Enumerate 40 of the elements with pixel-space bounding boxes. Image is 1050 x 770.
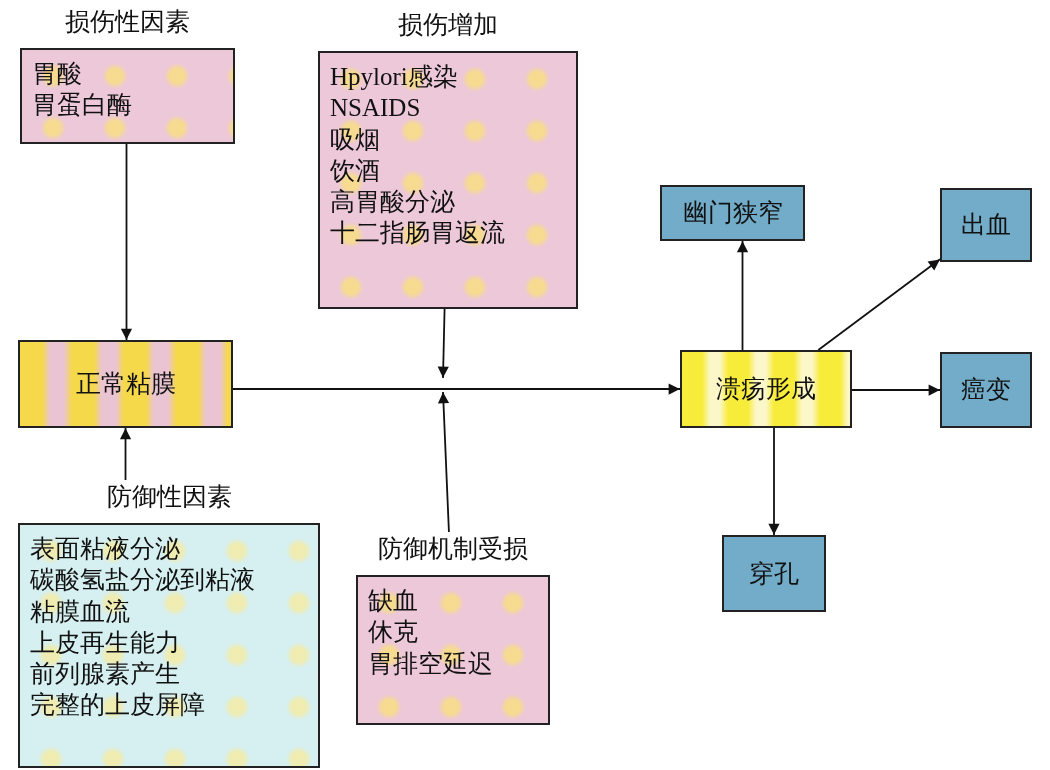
arrow [232,383,681,395]
list-item: 十二指肠胃返流 [330,218,506,249]
box-label: 幽门狭窄 [682,197,783,229]
list-item: 胃蛋白酶 [32,90,133,121]
arrow [120,143,133,341]
list-item: NSAIDS [330,93,422,124]
outcome-box [940,188,1032,262]
box-label: 癌变 [961,374,1011,406]
group-heading: 防御机制受损 [377,533,529,565]
list-item: 胃排空延迟 [368,648,494,679]
list-item: 高胃酸分泌 [330,187,456,217]
list-item: 胃酸 [32,59,83,89]
box-label: 正常粘膜 [75,368,176,400]
arrow [768,427,780,536]
list-item: 吸烟 [330,124,381,155]
box-label: 穿孔 [749,557,799,590]
arrow [736,240,749,351]
arrow [437,308,449,379]
process-box [18,340,233,428]
arrow [119,427,132,481]
list-item: 表面粘液分泌 [30,534,181,564]
arrow [437,391,450,533]
arrow [817,258,941,351]
list-item: 饮酒 [330,155,381,186]
group-heading: 防御性因素 [105,481,233,513]
list-item: 完整的上皮屏障 [30,690,206,721]
group-heading: 损伤增加 [397,9,499,41]
group-heading: 损伤性因素 [64,6,191,38]
outcome-box [940,352,1032,428]
outcome-box [722,535,826,612]
arrow [851,384,941,396]
list-item: 前列腺素产生 [30,659,181,689]
list-item: 休克 [368,617,419,648]
list-item: 上皮再生能力 [30,627,181,658]
box-label: 出血 [961,209,1011,241]
list-item: 粘膜血流 [30,596,131,627]
outcome-box [660,185,805,241]
list-item: Hpylori感染 [330,62,459,92]
list-item: 碳酸氢盐分泌到粘液 [30,565,256,596]
list-item: 缺血 [368,586,419,616]
